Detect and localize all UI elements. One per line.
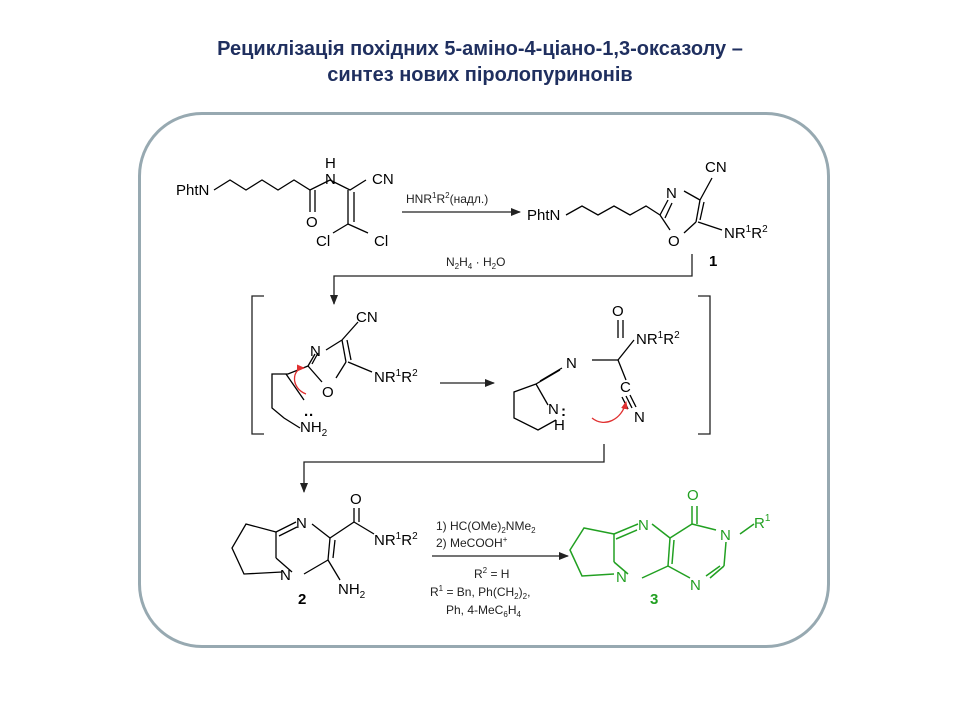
cmp1-cn: CN (705, 159, 727, 176)
cmp1-nr1r2: NR1R2 (724, 224, 768, 242)
step2-arrow (330, 254, 693, 305)
step2-reagent: N2H4 · H2O (446, 255, 505, 271)
cmp2-nh2: NH2 (338, 581, 366, 601)
start-nh-h: H (325, 155, 336, 172)
int1-electron-arrow (293, 364, 307, 395)
title-line-2: синтез нових піролопуринонів (327, 64, 633, 86)
int1-ring-n: N (310, 343, 321, 360)
int2-lone-pair: : (561, 403, 566, 420)
int2-nitrile-c: C (620, 379, 631, 396)
int2-electron-arrow (591, 401, 628, 423)
condition-line-5: Ph, 4-MeC6H4 (446, 603, 521, 619)
int1-cn: CN (356, 309, 378, 326)
starting-material (213, 179, 369, 234)
compound-1 (565, 177, 723, 234)
condition-line-4: R1 = Bn, Ph(CH2)2, (430, 584, 530, 601)
intermediate-2 (513, 320, 637, 431)
cmp3-ring-n-1: N (638, 517, 649, 534)
int1-nr1r2: NR1R2 (374, 368, 418, 386)
int2-nitrile-n: N (634, 409, 645, 426)
cmp2-ring-n-2: N (280, 567, 291, 584)
start-nh-n: N (325, 171, 336, 188)
int2-carbonyl-o: O (612, 303, 624, 320)
bracket-right (698, 295, 711, 435)
cmp2-ring-n-1: N (296, 515, 307, 532)
step4-conditions: 1) HC(OMe)2NMe2 2) MeCOOH+ R2 = H R1 = B… (430, 519, 536, 619)
start-cl-2: Cl (374, 233, 388, 250)
int2-ring-n: N (548, 401, 559, 418)
cmp3-ring-n-3: N (720, 527, 731, 544)
cmp3-ring-n-4: N (690, 577, 701, 594)
bracket-left (251, 295, 264, 435)
int1-lone-pair: ·· (304, 407, 314, 424)
compound-3 (569, 506, 755, 579)
start-cn: CN (372, 171, 394, 188)
start-cl-1: Cl (316, 233, 330, 250)
int2-imine-n: N (566, 355, 577, 372)
cmp2-label: 2 (298, 591, 306, 608)
int2-ring-h: H (554, 417, 565, 434)
slide-title: Рециклізація похідних 5-аміно-4-ціано-1,… (0, 36, 960, 88)
compound-2 (231, 508, 375, 581)
int1-nh2: NH2 (300, 419, 328, 439)
cmp3-label: 3 (650, 591, 658, 608)
cmp3-r1: R1 (754, 513, 771, 532)
condition-line-2: 2) MeCOOH+ (436, 535, 508, 550)
int2-nr1r2: NR1R2 (636, 330, 680, 348)
cmp1-label: 1 (709, 253, 717, 270)
step1-reagent: HNR1R2(надл.) (406, 191, 488, 206)
condition-line-3: R2 = H (474, 566, 509, 581)
start-phtn: PhtN (176, 182, 209, 199)
scheme-frame (138, 112, 830, 648)
cmp1-phtn: PhtN (527, 207, 560, 224)
start-carbonyl-o: O (306, 214, 318, 231)
cmp2-carbonyl-o: O (350, 491, 362, 508)
step3-arrow (300, 444, 605, 493)
condition-line-1: 1) HC(OMe)2NMe2 (436, 519, 536, 535)
int1-ring-o: O (322, 384, 334, 401)
cmp3-carbonyl-o: O (687, 487, 699, 504)
cmp1-ring-n: N (666, 185, 677, 202)
cmp2-nr1r2: NR1R2 (374, 531, 418, 549)
title-line-1: Рециклізація похідних 5-аміно-4-ціано-1,… (217, 38, 743, 60)
intermediate-1 (271, 321, 373, 429)
cmp1-ring-o: O (668, 233, 680, 250)
cmp3-ring-n-2: N (616, 569, 627, 586)
